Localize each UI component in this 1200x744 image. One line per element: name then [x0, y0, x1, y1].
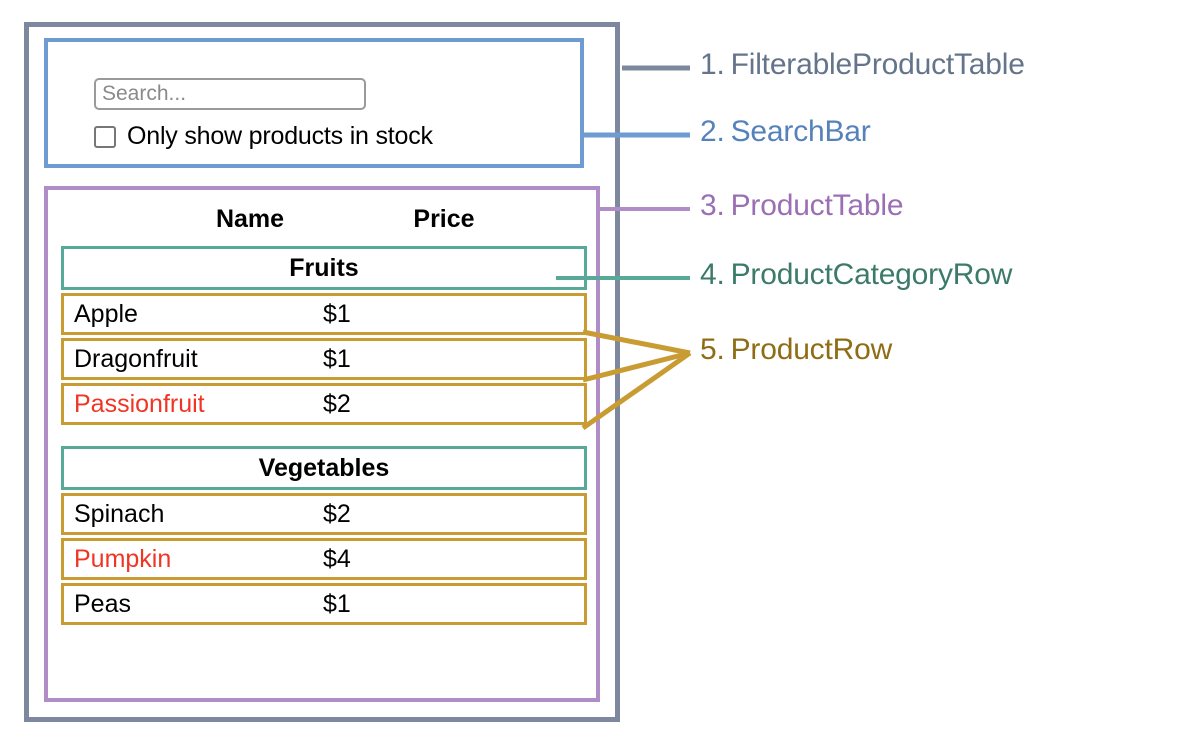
legend-item-product-category-row: 4.ProductCategoryRow [700, 258, 1012, 292]
legend-text: ProductTable [730, 189, 904, 222]
product-name: Spinach [74, 499, 165, 528]
product-price: $1 [323, 344, 351, 373]
product-rows-container: Fruits Apple $1 Dragonfruit $1 Passionfr… [61, 246, 587, 628]
product-category-row: Vegetables [61, 446, 587, 490]
legend-number: 2. [700, 115, 725, 148]
legend-item-product-table: 3.ProductTable [700, 189, 904, 223]
legend-item-search-bar: 2.SearchBar [700, 115, 871, 149]
legend-text: ProductRow [730, 333, 893, 366]
group-spacer [61, 428, 587, 446]
product-row[interactable]: Dragonfruit $1 [61, 338, 587, 380]
product-row[interactable]: Spinach $2 [61, 493, 587, 535]
legend-item-product-row: 5.ProductRow [700, 333, 892, 367]
column-header-price: Price [413, 204, 475, 233]
product-name: Apple [74, 299, 138, 328]
product-name: Passionfruit [74, 389, 205, 418]
legend-number: 4. [700, 258, 725, 291]
legend-text: FilterableProductTable [730, 48, 1025, 81]
product-price: $2 [323, 389, 351, 418]
search-bar: Only show products in stock [44, 38, 584, 168]
product-price: $4 [323, 544, 351, 573]
product-category-row: Fruits [61, 246, 587, 290]
product-name: Pumpkin [74, 544, 172, 573]
table-header-row: Name Price [48, 200, 596, 238]
in-stock-checkbox[interactable] [94, 125, 116, 148]
product-row[interactable]: Pumpkin $4 [61, 538, 587, 580]
product-name: Peas [74, 589, 131, 618]
legend-number: 1. [700, 48, 725, 81]
column-header-name: Name [215, 204, 285, 233]
product-table: Name Price Fruits Apple $1 Dragonfruit $… [44, 186, 600, 702]
product-price: $1 [323, 589, 351, 618]
product-name: Dragonfruit [74, 344, 198, 373]
legend-number: 5. [700, 333, 725, 366]
product-row[interactable]: Apple $1 [61, 293, 587, 335]
product-price: $1 [323, 299, 351, 328]
legend-text: ProductCategoryRow [730, 258, 1013, 291]
product-row[interactable]: Peas $1 [61, 583, 587, 625]
search-input[interactable] [94, 78, 366, 110]
in-stock-checkbox-label: Only show products in stock [127, 122, 433, 150]
product-price: $2 [323, 499, 351, 528]
in-stock-filter-row[interactable]: Only show products in stock [94, 122, 433, 151]
product-row[interactable]: Passionfruit $2 [61, 383, 587, 425]
legend-text: SearchBar [730, 115, 871, 148]
legend-item-filterable-product-table: 1.FilterableProductTable [700, 48, 1025, 82]
legend-number: 3. [700, 189, 725, 222]
